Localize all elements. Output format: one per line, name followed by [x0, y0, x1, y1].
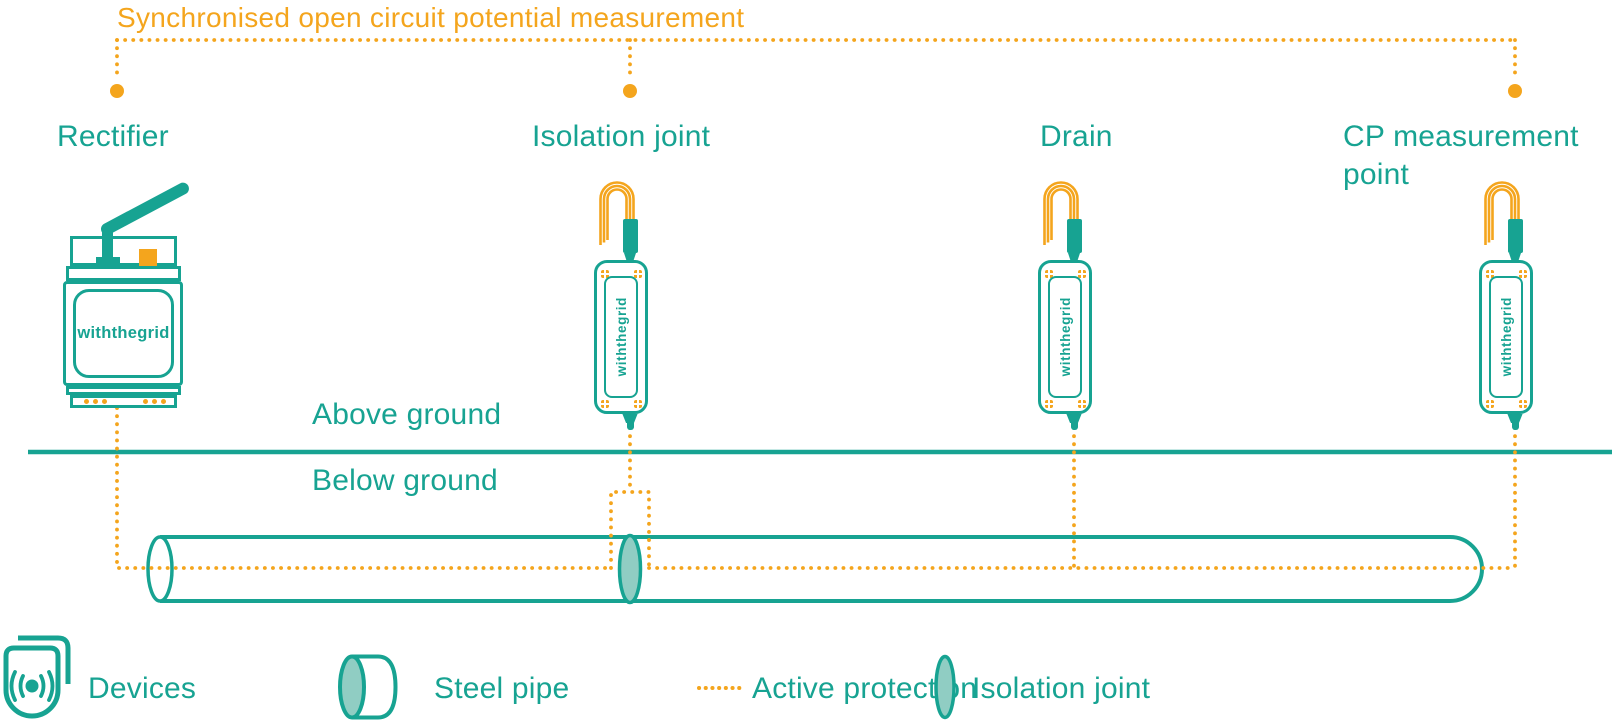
top-connector [1068, 253, 1080, 261]
screw-icon [1486, 270, 1494, 278]
rectifier-device: withthegrid [55, 175, 200, 415]
terminal-dot [84, 399, 89, 404]
screw-icon [1519, 270, 1527, 278]
wire-loop-icon [1043, 181, 1079, 245]
screw-icon [1045, 400, 1053, 408]
terminal-dot [93, 399, 98, 404]
wire-sleeve [622, 219, 638, 253]
bottom-connector-pin [1071, 422, 1078, 430]
sensor-panel: withthegrid [604, 276, 638, 398]
antenna-icon [98, 180, 192, 238]
rectifier-button [139, 249, 157, 266]
legend-devices-label: Devices [88, 672, 197, 705]
steel-pipe-icon [338, 654, 398, 720]
cable-isolation-bridge [609, 490, 651, 570]
pipe-isolation-joint [617, 533, 643, 605]
screw-icon [601, 400, 609, 408]
isolation-joint-label: Isolation joint [532, 120, 711, 153]
wire-sleeve [1066, 219, 1082, 253]
brand-label: withthegrid [1498, 297, 1514, 377]
sync-node-cp [1508, 84, 1522, 98]
wire-loop-icon [599, 181, 635, 245]
active-protection-icon [697, 686, 743, 690]
wire-sleeve [1507, 219, 1523, 253]
sensor-body [1479, 260, 1533, 414]
sensor-device-cp-point: withthegrid [1461, 175, 1551, 433]
brand-label: withthegrid [77, 324, 170, 342]
rectifier-strip-bottom [66, 386, 181, 395]
legend-steel-pipe-label: Steel pipe [434, 672, 570, 705]
devices-icon [3, 635, 71, 719]
sensor-body [1038, 260, 1092, 414]
bottom-connector [622, 414, 638, 423]
antenna-mast [102, 227, 113, 263]
cp-measurement-point-label: CP measurement point [1343, 120, 1579, 191]
bottom-connector-pin [627, 422, 634, 430]
legend-isolation-joint-label: Isolation joint [972, 672, 1151, 705]
diagram-title: Synchronised open circuit potential meas… [117, 2, 745, 33]
rectifier-terminal-row [70, 395, 177, 408]
brand-label: withthegrid [613, 297, 629, 377]
screw-icon [634, 400, 642, 408]
rectifier-panel: withthegrid [73, 289, 174, 378]
rectifier-label: Rectifier [57, 120, 169, 153]
sensor-device-isolation-joint: withthegrid [576, 175, 666, 433]
terminal-dot [152, 399, 157, 404]
sensor-panel: withthegrid [1048, 276, 1082, 398]
isolation-joint-icon [934, 654, 956, 720]
drain-label: Drain [1040, 120, 1113, 153]
screw-icon [1078, 400, 1086, 408]
bottom-connector [1507, 414, 1523, 423]
screw-icon [1486, 400, 1494, 408]
sensor-panel: withthegrid [1489, 276, 1523, 398]
rectifier-terminal-box [70, 236, 177, 266]
wire-loop-icon [1484, 181, 1520, 245]
sync-node-isolation [623, 84, 637, 98]
brand-label: withthegrid [1057, 297, 1073, 377]
bottom-connector [1066, 414, 1082, 423]
steel-pipe [160, 535, 1484, 603]
sensor-device-drain: withthegrid [1020, 175, 1110, 433]
top-connector [624, 253, 636, 261]
screw-icon [1519, 400, 1527, 408]
screw-icon [1045, 270, 1053, 278]
top-connector [1509, 253, 1521, 261]
sensor-body [594, 260, 648, 414]
terminal-dot [102, 399, 107, 404]
screw-icon [1078, 270, 1086, 278]
terminal-dot [161, 399, 166, 404]
antenna-base [96, 257, 120, 268]
terminal-dot [143, 399, 148, 404]
screw-icon [634, 270, 642, 278]
rectifier-strip-top [66, 266, 181, 281]
screw-icon [601, 270, 609, 278]
bottom-connector-pin [1512, 422, 1519, 430]
sync-node-rectifier [110, 84, 124, 98]
below-ground-label: Below ground [312, 464, 498, 497]
above-ground-label: Above ground [312, 398, 502, 431]
